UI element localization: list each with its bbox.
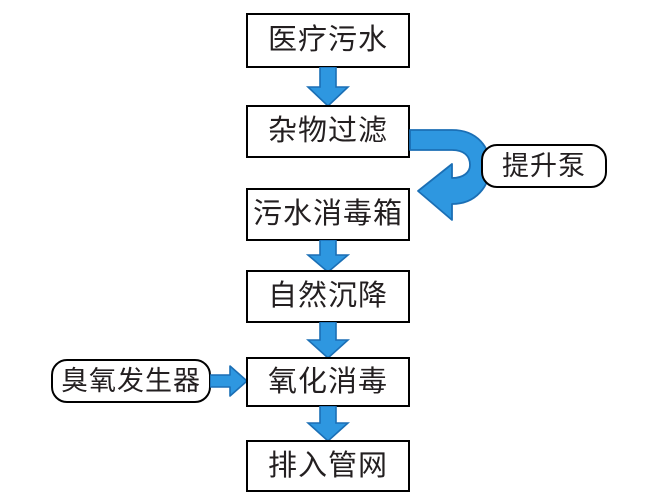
arrow-down-sedimentation-to-oxidation (306, 322, 350, 359)
node-medical-wastewater[interactable]: 医疗污水 (246, 13, 410, 68)
node-natural-sedimentation[interactable]: 自然沉降 (246, 270, 410, 323)
arrow-down-oxidation-to-pipe-network (306, 406, 350, 442)
arrow-shape (409, 129, 491, 221)
node-label: 氧化消毒 (267, 365, 388, 398)
node-label: 医疗污水 (267, 24, 388, 56)
node-oxidation-disinfection[interactable]: 氧化消毒 (246, 357, 410, 407)
node-label: 污水消毒箱 (252, 198, 403, 230)
equipment-lift-pump[interactable]: 提升泵 (481, 144, 607, 188)
equipment-ozone-generator[interactable]: 臭氧发生器 (51, 359, 211, 403)
arrow-down-wastewater-to-filter (306, 67, 350, 107)
equipment-label: 提升泵 (502, 150, 586, 181)
equipment-label: 臭氧发生器 (61, 365, 201, 396)
arrow-shape (306, 322, 350, 359)
arrow-shape (306, 406, 350, 442)
node-discharge-to-pipe-network[interactable]: 排入管网 (246, 440, 410, 492)
arrow-right-ozone-to-oxidation (210, 365, 248, 398)
arrow-shape (306, 240, 350, 273)
arrow-down-tank-to-sedimentation (306, 240, 350, 273)
arrow-shape (210, 365, 248, 397)
node-debris-filtration[interactable]: 杂物过滤 (246, 105, 410, 158)
arrow-shape (306, 67, 350, 107)
node-label: 排入管网 (267, 449, 388, 482)
node-label: 自然沉降 (267, 280, 388, 312)
node-label: 杂物过滤 (267, 115, 388, 147)
node-sewage-disinfection-tank[interactable]: 污水消毒箱 (246, 188, 410, 241)
